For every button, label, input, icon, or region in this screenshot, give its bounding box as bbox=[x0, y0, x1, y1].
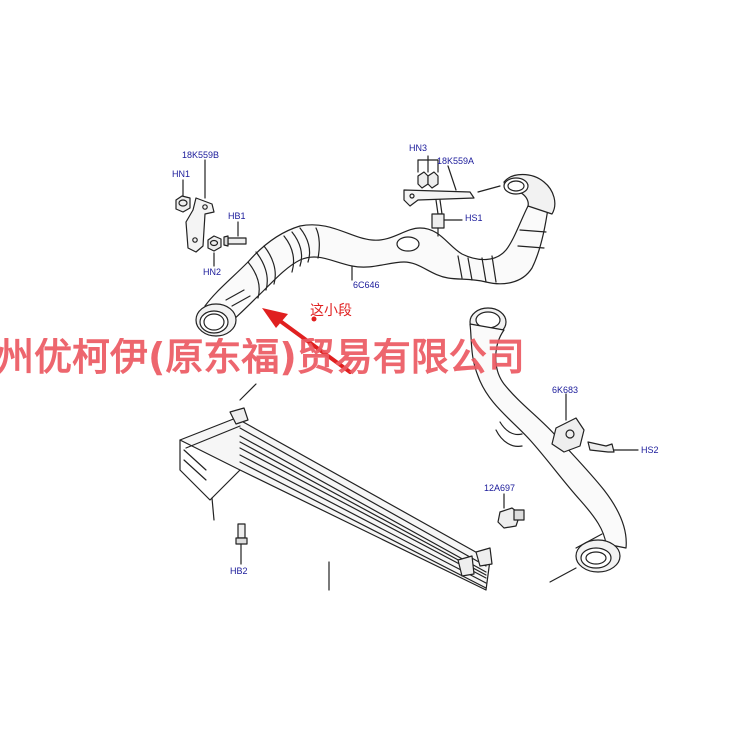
label-hs1: HS1 bbox=[465, 213, 483, 223]
bolt-hb1 bbox=[223, 235, 247, 247]
label-6k683: 6K683 bbox=[552, 385, 579, 395]
hose-6k683 bbox=[469, 307, 627, 573]
bracket-18k559b bbox=[185, 197, 215, 253]
label-6c646: 6C646 bbox=[353, 280, 380, 290]
label-hb2: HB2 bbox=[230, 566, 248, 576]
label-hb1: HB1 bbox=[228, 211, 246, 221]
label-hn1: HN1 bbox=[172, 169, 191, 179]
label-18k559b: 18K559B bbox=[182, 150, 220, 160]
bolt-hb2 bbox=[235, 523, 248, 545]
sensor-12a697 bbox=[497, 507, 525, 529]
label-12a697: 12A697 bbox=[484, 483, 516, 493]
label-hs2: HS2 bbox=[641, 445, 659, 455]
bracket-18k559a bbox=[403, 171, 475, 237]
nut-hn2 bbox=[207, 235, 222, 252]
label-hn2: HN2 bbox=[203, 267, 222, 277]
label-hn3: HN3 bbox=[409, 143, 428, 153]
annotation-note: 这小段 bbox=[310, 303, 352, 319]
nut-hn1 bbox=[175, 195, 191, 213]
hose-6c646 bbox=[195, 173, 556, 337]
watermark-text: 州优柯伊(原东福)贸易有限公司 bbox=[0, 338, 525, 376]
annotation-arrow bbox=[262, 308, 352, 374]
label-18k559a: 18K559A bbox=[437, 156, 475, 166]
intercooler bbox=[179, 383, 493, 591]
